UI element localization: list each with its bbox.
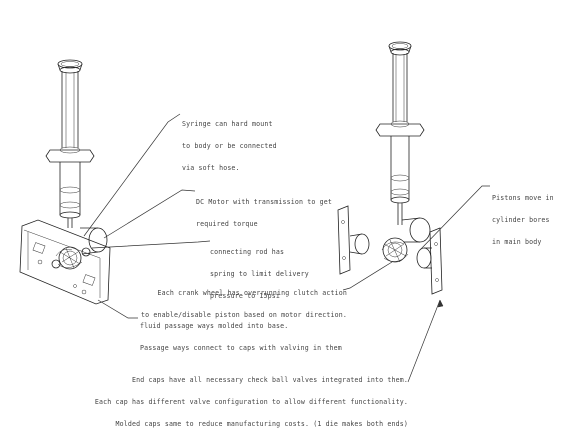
annotation-line: cylinder bores: [492, 216, 550, 225]
left-syringe: [45, 59, 95, 228]
annotation-line: DC Motor with transmission to get: [196, 197, 332, 206]
annotation-line: Pistons move in: [492, 193, 554, 202]
leader-lines: [83, 113, 490, 383]
annotation-line: in main body: [492, 238, 542, 247]
left-body: [19, 219, 111, 305]
annotation-line: Passage ways connect to caps with valvin…: [140, 344, 342, 353]
clutch-annotation: Each crank wheel has overrunning clutch …: [125, 275, 347, 327]
annotation-line: Each crank wheel has overrunning clutch …: [157, 288, 347, 297]
annotation-line: End caps have all necessary check ball v…: [131, 375, 408, 384]
annotation-line: fluid passage ways molded into base.: [140, 321, 289, 330]
annotation-line: Syringe can hard mount: [182, 119, 273, 128]
annotation-line: to enable/disable piston based on motor …: [141, 311, 347, 320]
right-syringe: [375, 41, 425, 225]
annotation-line: Each cap has different valve configurati…: [94, 398, 408, 407]
annotation-line: pressure to 15psi: [210, 292, 281, 301]
annotation-line: via soft hose.: [182, 164, 240, 173]
pistons-annotation: Pistons move in cylinder bores in main b…: [492, 180, 554, 254]
motor-annotation: DC Motor with transmission to get requir…: [196, 184, 332, 236]
annotation-line: connecting rod has: [210, 247, 285, 256]
annotation-line: spring to limit delivery: [210, 270, 309, 279]
annotation-line: required torque: [196, 220, 258, 229]
syringe-annotation: Syringe can hard mount to body or be con…: [182, 106, 277, 180]
passage-annotation: fluid passage ways molded into base. Pas…: [140, 308, 342, 360]
annotation-line: to body or be connected: [182, 142, 277, 151]
right-body: [337, 205, 443, 295]
rod-annotation: connecting rod has spring to limit deliv…: [210, 234, 309, 308]
endcaps-annotation: End caps have all necessary check ball v…: [52, 362, 408, 436]
annotation-line: Molded caps same to reduce manufacturing…: [115, 420, 408, 429]
